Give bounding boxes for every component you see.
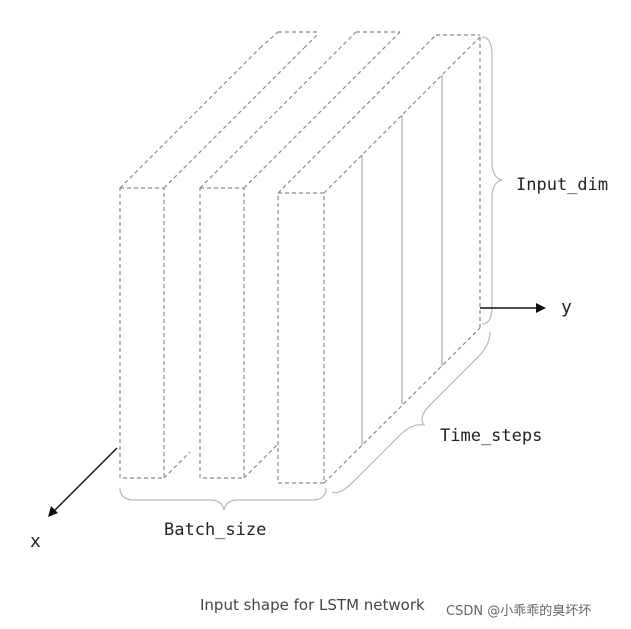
batch-block-1 [119, 31, 319, 479]
batch-size-label: Batch_size [164, 520, 266, 540]
x-axis-arrow [48, 447, 118, 517]
figure-caption: Input shape for LSTM network [200, 596, 425, 614]
time-steps-label: Time_steps [440, 426, 542, 446]
x-axis-label: x [30, 531, 41, 552]
batch-block-3 [277, 34, 481, 484]
y-axis-arrow [480, 303, 546, 313]
batch-block-2 [199, 31, 401, 479]
input-dim-brace [481, 36, 503, 325]
batch-size-brace [119, 487, 327, 511]
watermark: CSDN @小乖乖的臭坏坏 [446, 604, 592, 619]
y-axis-label: y [561, 297, 572, 318]
time-steps-brace [331, 331, 491, 494]
input-dim-label: Input_dim [516, 175, 608, 195]
